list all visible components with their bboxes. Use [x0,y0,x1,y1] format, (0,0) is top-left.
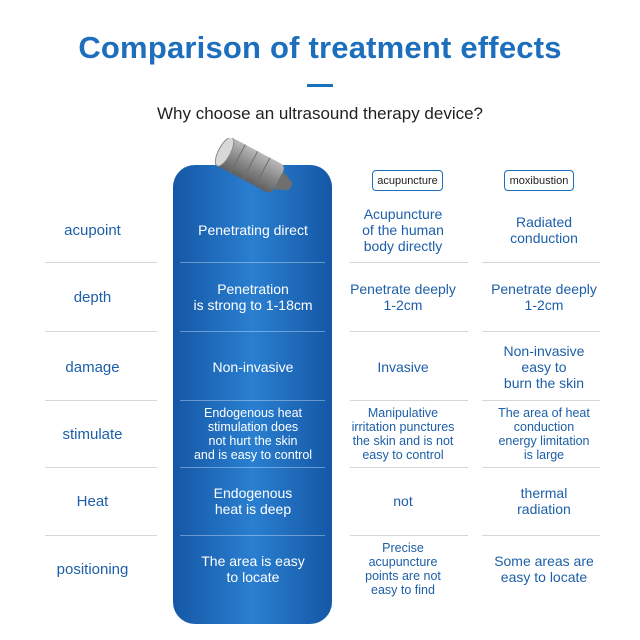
acupuncture-cell: Invasive [377,359,429,375]
acupuncture-cell: Manipulative irritation punctures the sk… [351,406,455,462]
table-row-stimulate: stimulate Endogenous heat stimulation do… [0,401,640,467]
ultrasound-cell: Endogenous heat is deep [213,485,293,517]
table-row-heat: Heat Endogenous heat is deep not thermal… [0,468,640,534]
ultrasound-column-highlight [173,165,332,624]
row-label: positioning [56,560,129,578]
table-row-acupoint: acupoint Penetrating direct Acupuncture … [0,198,640,262]
ultrasound-cell: Penetration is strong to 1-18cm [193,281,313,313]
acupuncture-cell: Acupuncture of the human body directly [362,206,444,254]
moxibustion-cell: thermal radiation [517,485,571,517]
row-label: Heat [76,492,109,510]
page-subtitle: Why choose an ultrasound therapy device? [156,104,484,123]
column-header-acupuncture: acupuncture [372,170,443,191]
ultrasound-probe-icon [214,138,293,193]
ultrasound-cell: Non-invasive [212,359,294,375]
table-row-depth: depth Penetration is strong to 1-18cm Pe… [0,264,640,330]
acupuncture-cell: not [393,493,413,509]
row-label: stimulate [62,425,123,443]
column-header-moxibustion: moxibustion [504,170,574,191]
ultrasound-cell: Endogenous heat stimulation does not hur… [193,406,313,462]
title-underline [307,84,333,87]
page-title: Comparison of treatment effects [78,30,562,65]
moxibustion-cell: The area of heat conduction energy limit… [498,406,590,462]
table-row-positioning: positioning The area is easy to locate P… [0,536,640,602]
row-label: damage [65,358,120,376]
acupuncture-cell: Precise acupuncture points are not easy … [365,541,441,597]
row-label: depth [73,288,112,306]
table-row-damage: damage Non-invasive Invasive Non-invasiv… [0,334,640,400]
moxibustion-cell: Some areas are easy to locate [494,553,594,585]
ultrasound-cell: Penetrating direct [198,222,308,238]
moxibustion-cell: Penetrate deeply 1-2cm [491,281,597,313]
row-label: acupoint [64,221,121,239]
ultrasound-cell: The area is easy to locate [201,553,305,585]
moxibustion-cell: Radiated conduction [510,214,578,246]
moxibustion-cell: Non-invasive easy to burn the skin [503,343,585,391]
acupuncture-cell: Penetrate deeply 1-2cm [350,281,456,313]
